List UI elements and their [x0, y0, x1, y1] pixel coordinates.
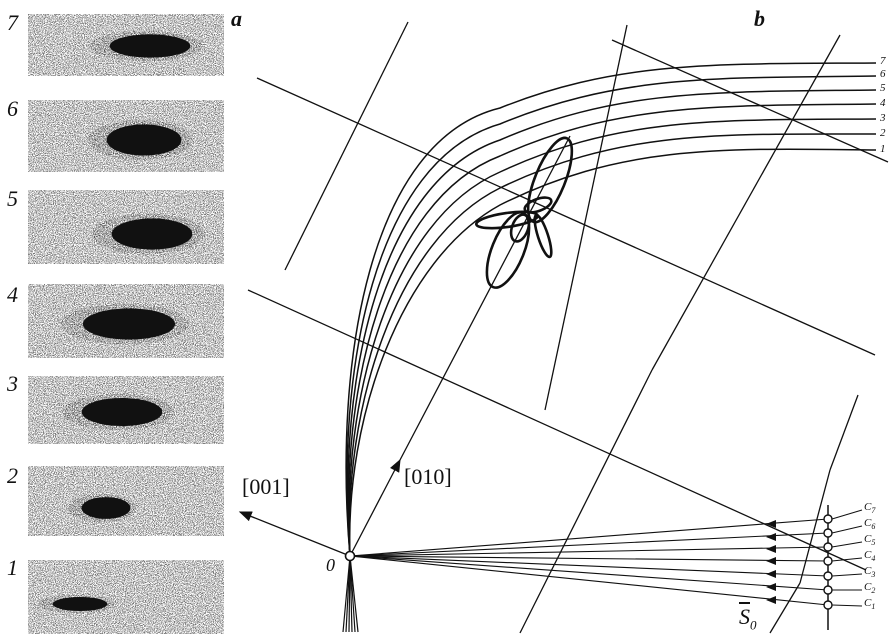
origin-point [344, 550, 356, 562]
curve-label-7: 7 [880, 55, 886, 67]
c2-sub: 2 [871, 586, 876, 596]
origin-label: 0 [326, 555, 335, 575]
spot-image-6 [28, 100, 224, 172]
spot-image-2 [28, 466, 224, 536]
spot-image-5 [28, 190, 224, 264]
spot-core [52, 596, 108, 612]
trajectory-curves [345, 62, 877, 557]
source-label-c4: C4 [864, 549, 875, 563]
beam-spread [342, 555, 359, 633]
spot-image-4 [28, 284, 224, 358]
c4-sub: 4 [871, 554, 876, 564]
strip-label-1: 1 [7, 555, 18, 580]
strip-label-3: 3 [7, 371, 18, 396]
c1-sub: 1 [871, 602, 876, 612]
source-label-c5: C5 [864, 533, 875, 547]
curve-label-1: 1 [880, 143, 886, 155]
spot-core [81, 497, 131, 519]
source-label-c2: C2 [864, 581, 875, 595]
source-label-c7: C7 [864, 501, 875, 515]
spot-core [109, 34, 191, 58]
c4-letter: C [864, 549, 872, 561]
spot-core [106, 124, 182, 156]
source-leaders [831, 509, 863, 607]
c7-letter: C [864, 501, 872, 513]
curve-label-2: 2 [880, 127, 886, 139]
c5-letter: C [864, 533, 872, 545]
grid-lines [247, 21, 889, 634]
curve-label-5: 5 [880, 82, 886, 94]
curve-label-6: 6 [880, 68, 886, 80]
c7-sub: 7 [871, 506, 876, 516]
source-label-s0: S0 [739, 604, 757, 633]
c3-sub: 3 [871, 570, 876, 580]
spot-image-3 [28, 376, 224, 444]
axis-010 [349, 458, 401, 557]
panel-label-a: a [231, 6, 242, 31]
strip-label-7: 7 [7, 10, 18, 35]
strip-label-6: 6 [7, 96, 18, 121]
ray-arrowheads [766, 520, 776, 604]
spot-image-column [28, 14, 224, 634]
c3-letter: C [864, 565, 872, 577]
spot-core [111, 218, 193, 250]
strip-label-2: 2 [7, 463, 18, 488]
spot-image-7 [28, 14, 224, 76]
axis-010-extension [399, 135, 571, 461]
strip-label-5: 5 [7, 186, 18, 211]
c5-sub: 5 [871, 538, 876, 548]
s0-overline: S [739, 604, 750, 629]
axis-001 [238, 511, 351, 557]
c2-letter: C [864, 581, 872, 593]
s0-subscript: 0 [750, 617, 757, 633]
direction-label-010: [010] [404, 464, 452, 489]
curve-label-4: 4 [880, 97, 886, 109]
c6-letter: C [864, 517, 872, 529]
source-label-c6: C6 [864, 517, 875, 531]
c6-sub: 6 [871, 522, 876, 532]
source-label-c1: C1 [864, 597, 875, 611]
direction-label-001: [001] [242, 474, 290, 499]
spot-core [81, 397, 163, 427]
ray-fan [349, 518, 829, 606]
spot-image-1 [28, 560, 224, 634]
source-label-c3: C3 [864, 565, 875, 579]
c1-letter: C [864, 597, 872, 609]
panel-label-b: b [754, 6, 765, 31]
spot-core [82, 308, 176, 340]
strip-label-4: 4 [7, 282, 18, 307]
curve-label-3: 3 [880, 112, 886, 124]
lobe-pattern [474, 136, 574, 289]
ray-diagram [238, 21, 889, 634]
